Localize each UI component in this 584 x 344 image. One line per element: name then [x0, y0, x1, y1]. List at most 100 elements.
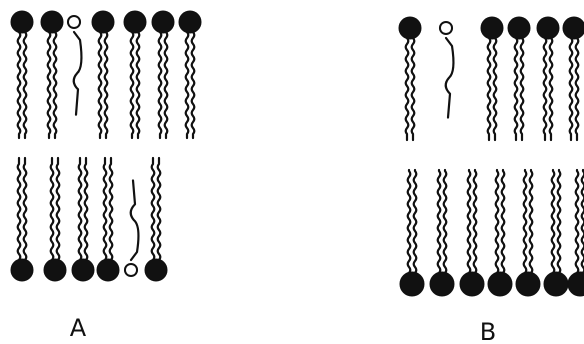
- lower-leaflet-lipid-4: [516, 170, 540, 296]
- upper-leaflet-lipid-5: [152, 11, 174, 138]
- filled-head-group: [92, 11, 114, 33]
- upper-leaflet-lipid-1: [440, 22, 454, 118]
- upper-leaflet-lipid-1: [41, 11, 63, 138]
- filled-head-group: [44, 259, 66, 281]
- fatty-acid-tail: [550, 38, 553, 140]
- upper-leaflet-lipid-3: [92, 11, 114, 138]
- kinked-tail: [74, 32, 82, 115]
- fatty-acid-tail: [494, 38, 497, 140]
- fatty-acid-tail: [515, 38, 518, 140]
- fatty-acid-tail: [158, 158, 161, 260]
- filled-head-group: [399, 17, 421, 39]
- fatty-acid-tail: [502, 170, 505, 273]
- filled-head-group: [481, 17, 503, 39]
- lower-leaflet-lipid-3: [97, 158, 119, 281]
- fatty-acid-tail: [24, 32, 27, 138]
- upper-leaflet-lipid-4: [537, 17, 559, 140]
- panel-b: [399, 17, 584, 296]
- fatty-acid-tail: [57, 158, 60, 260]
- lower-leaflet-lipid-0: [400, 170, 424, 296]
- fatty-acid-tail: [110, 158, 113, 260]
- fatty-acid-tail: [186, 32, 189, 138]
- fatty-acid-tail: [165, 32, 168, 138]
- fatty-acid-tail: [48, 32, 51, 138]
- lower-leaflet-lipid-1: [430, 170, 454, 296]
- lower-leaflet-lipid-2: [460, 170, 484, 296]
- filled-head-group: [152, 11, 174, 33]
- filled-head-group: [460, 272, 484, 296]
- lower-leaflet-lipid-6: [568, 170, 584, 296]
- fatty-acid-tail: [488, 38, 491, 140]
- filled-head-group: [537, 17, 559, 39]
- fatty-acid-tail: [444, 170, 447, 273]
- fatty-acid-tail: [54, 32, 57, 138]
- filled-head-group: [41, 11, 63, 33]
- fatty-acid-tail: [408, 170, 411, 273]
- fatty-acid-tail: [406, 38, 409, 140]
- fatty-acid-tail: [576, 170, 579, 273]
- upper-leaflet-lipid-3: [508, 17, 530, 140]
- upper-leaflet-lipid-5: [563, 17, 584, 140]
- upper-leaflet-lipid-6: [179, 11, 201, 138]
- fatty-acid-tail: [570, 38, 573, 140]
- kinked-tail: [131, 180, 139, 260]
- fatty-acid-tail: [524, 170, 527, 273]
- lower-leaflet-lipid-4: [125, 180, 139, 276]
- lower-leaflet-lipid-5: [544, 170, 568, 296]
- panel-a: [11, 11, 201, 281]
- upper-leaflet-lipid-4: [124, 11, 146, 138]
- filled-head-group: [145, 259, 167, 281]
- filled-head-group: [563, 17, 584, 39]
- lower-leaflet-lipid-2: [72, 158, 94, 281]
- fatty-acid-tail: [530, 170, 533, 273]
- open-head-group: [68, 16, 80, 28]
- filled-head-group: [72, 259, 94, 281]
- fatty-acid-tail: [137, 32, 140, 138]
- fatty-acid-tail: [544, 38, 547, 140]
- filled-head-group: [11, 11, 33, 33]
- fatty-acid-tail: [105, 32, 108, 138]
- fatty-acid-tail: [18, 32, 21, 138]
- fatty-acid-tail: [412, 38, 415, 140]
- fatty-acid-tail: [24, 158, 27, 260]
- fatty-acid-tail: [552, 170, 555, 273]
- fatty-acid-tail: [51, 158, 54, 260]
- filled-head-group: [488, 272, 512, 296]
- panel-b-label: B: [480, 318, 496, 344]
- fatty-acid-tail: [558, 170, 561, 273]
- fatty-acid-tail: [468, 170, 471, 273]
- fatty-acid-tail: [131, 32, 134, 138]
- filled-head-group: [508, 17, 530, 39]
- fatty-acid-tail: [99, 32, 102, 138]
- filled-head-group: [516, 272, 540, 296]
- fatty-acid-tail: [414, 170, 417, 273]
- fatty-acid-tail: [192, 32, 195, 138]
- lower-leaflet-lipid-1: [44, 158, 66, 281]
- open-head-group: [125, 264, 137, 276]
- filled-head-group: [544, 272, 568, 296]
- upper-leaflet-lipid-0: [11, 11, 33, 138]
- lower-leaflet-lipid-5: [145, 158, 167, 281]
- panel-a-label: A: [70, 314, 87, 342]
- lower-leaflet-lipid-3: [488, 170, 512, 296]
- fatty-acid-tail: [159, 32, 162, 138]
- kinked-tail: [446, 38, 454, 118]
- filled-head-group: [179, 11, 201, 33]
- filled-head-group: [400, 272, 424, 296]
- upper-leaflet-lipid-2: [481, 17, 503, 140]
- fatty-acid-tail: [521, 38, 524, 140]
- fatty-acid-tail: [474, 170, 477, 273]
- upper-leaflet-lipid-0: [399, 17, 421, 140]
- filled-head-group: [430, 272, 454, 296]
- fatty-acid-tail: [496, 170, 499, 273]
- filled-head-group: [124, 11, 146, 33]
- fatty-acid-tail: [438, 170, 441, 273]
- open-head-group: [440, 22, 452, 34]
- fatty-acid-tail: [576, 38, 579, 140]
- upper-leaflet-lipid-2: [68, 16, 82, 115]
- lower-leaflet-lipid-0: [11, 158, 33, 281]
- fatty-acid-tail: [152, 158, 155, 260]
- filled-head-group: [11, 259, 33, 281]
- filled-head-group: [97, 259, 119, 281]
